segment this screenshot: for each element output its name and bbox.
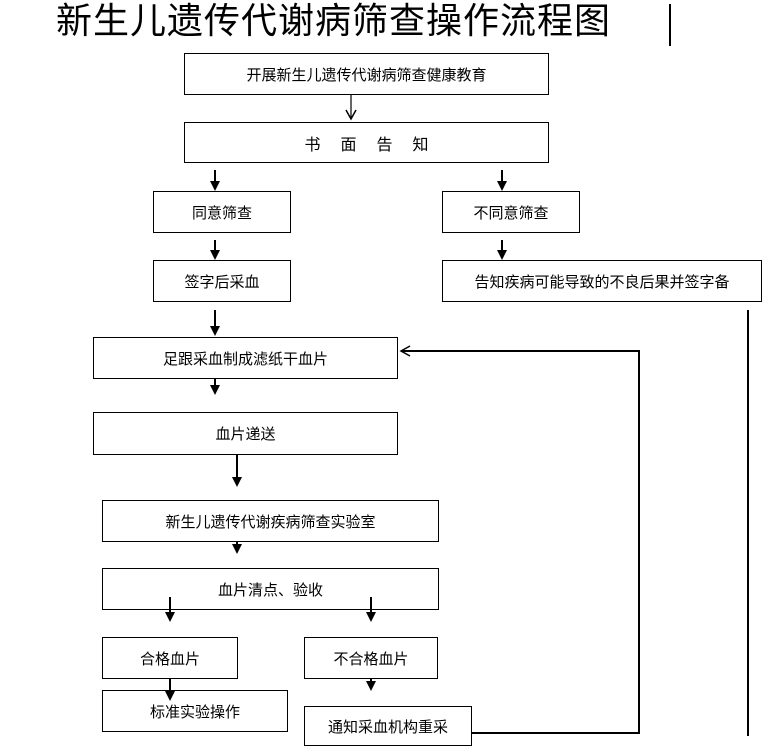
box-standard-lab-op: 标准实验操作 — [102, 690, 288, 732]
box-sign-collect: 签字后采血 — [153, 260, 291, 302]
text-cursor — [669, 4, 671, 46]
box-screening-lab: 新生儿遗传代谢疾病筛查实验室 — [102, 500, 439, 542]
box-inform-risk: 告知疾病可能导致的不良后果并签字备 — [442, 260, 762, 302]
box-heel-blood-card: 足跟采血制成滤纸干血片 — [93, 337, 398, 379]
box-agree-screening: 同意筛查 — [153, 191, 291, 233]
box-health-education: 开展新生儿遗传代谢病筛查健康教育 — [184, 53, 549, 95]
box-disagree-screening: 不同意筛查 — [442, 191, 580, 233]
box-qualified-card: 合格血片 — [102, 637, 238, 679]
box-card-check: 血片清点、验收 — [102, 568, 439, 610]
feedback-loop-recollect — [399, 345, 640, 734]
page-title: 新生儿遗传代谢病筛查操作流程图 — [56, 1, 612, 42]
box-unqualified-card: 不合格血片 — [304, 637, 438, 679]
box-card-delivery: 血片递送 — [93, 412, 398, 455]
box-written-notice: 书面告知 — [184, 122, 549, 163]
